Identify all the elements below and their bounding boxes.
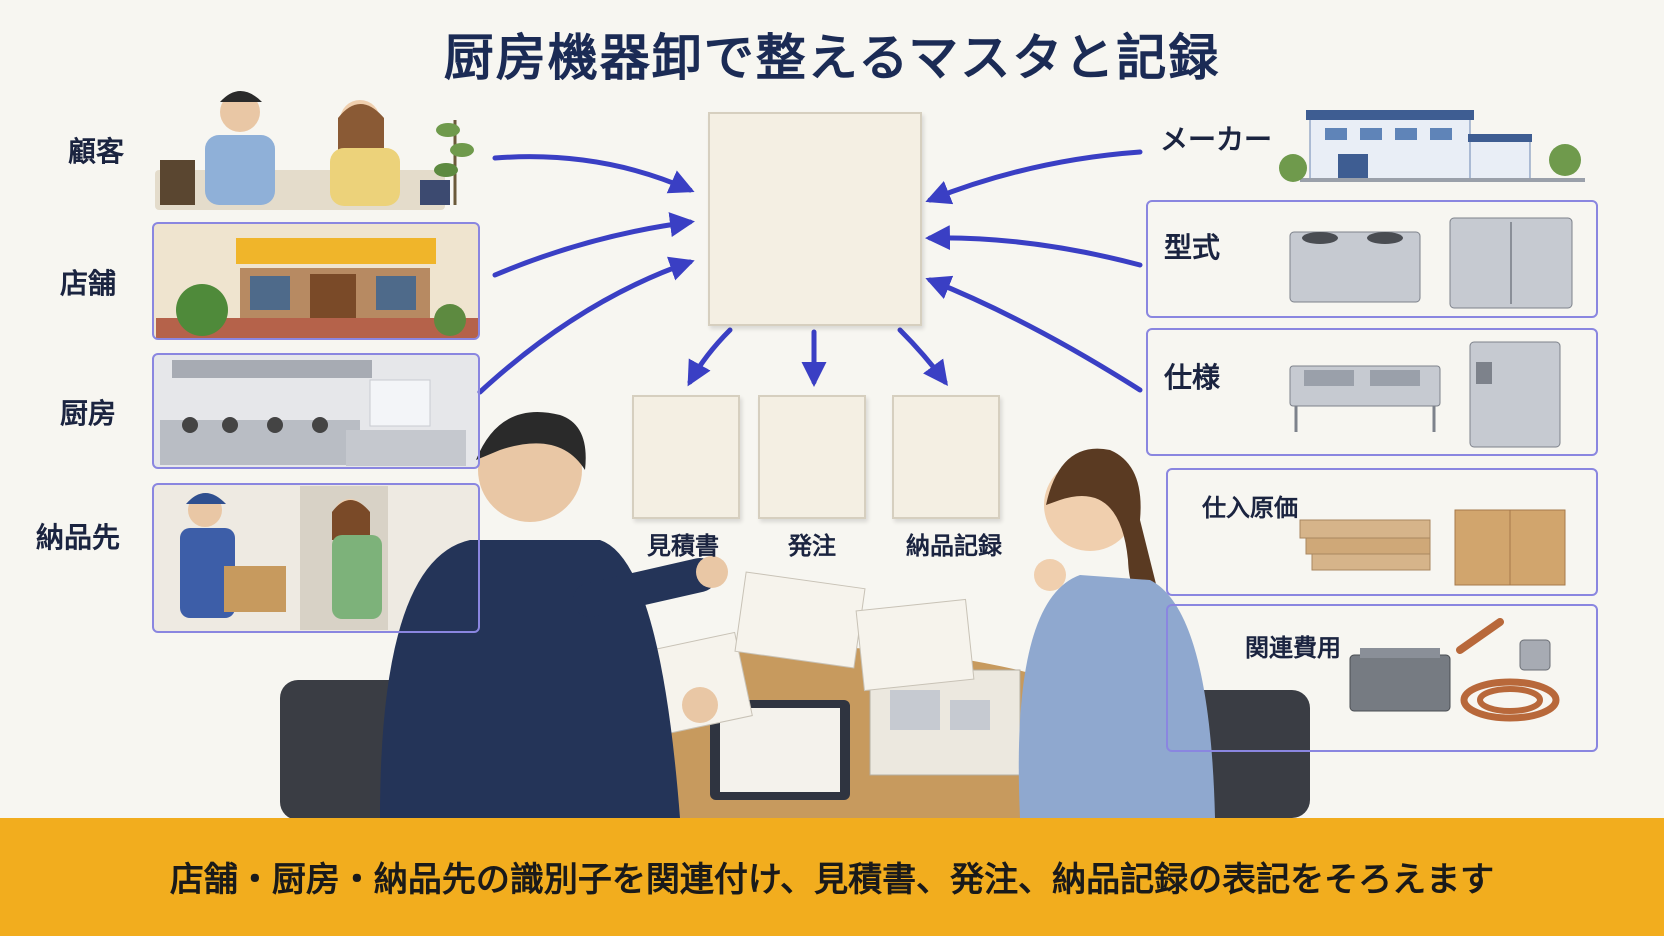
model-panel-illustration — [1289, 217, 1573, 309]
right-label-manufacturer: メーカー — [1160, 123, 1273, 156]
spec-panel — [1146, 328, 1598, 456]
doc-card-order — [758, 395, 866, 519]
kitchen-panel-illustration — [154, 355, 478, 467]
doc-label-delivery-record: 納品記録 — [906, 532, 1002, 560]
customer-scene-illustration — [155, 91, 474, 210]
summary-banner: 店舗・厨房・納品先の識別子を関連付け、見積書、発注、納品記録の表記をそろえます — [0, 818, 1664, 936]
left-label-delivery: 納品先 — [36, 521, 121, 554]
purchase-cost-illustration — [1299, 509, 1566, 586]
shop-panel — [152, 222, 480, 340]
model-panel — [1146, 200, 1598, 318]
page-title: 厨房機器卸で整えるマスタと記録 — [443, 29, 1221, 87]
doc-card-estimate — [632, 395, 740, 519]
kitchen-panel — [152, 353, 480, 469]
doc-label-estimate: 見積書 — [647, 532, 719, 560]
left-label-shop: 店舗 — [60, 267, 117, 300]
master-data-hub — [708, 112, 922, 326]
doc-label-order: 発注 — [788, 532, 836, 560]
right-label-related-costs: 関連費用 — [1245, 634, 1341, 662]
left-arrows — [477, 154, 695, 395]
spec-panel-illustration — [1289, 341, 1561, 448]
hub-to-docs-arrows — [687, 327, 948, 387]
related-costs-panel — [1166, 604, 1598, 752]
delivery-panel — [152, 483, 480, 633]
left-label-kitchen: 厨房 — [60, 397, 117, 430]
summary-banner-text: 店舗・厨房・納品先の識別子を関連付け、見積書、発注、納品記録の表記をそろえます — [169, 860, 1495, 900]
doc-card-delivery-record — [892, 395, 1000, 519]
right-label-purchase-cost: 仕入原価 — [1202, 494, 1298, 522]
purchase-cost-panel — [1166, 468, 1598, 596]
related-costs-illustration — [1349, 618, 1560, 722]
right-label-spec: 仕様 — [1164, 361, 1221, 394]
right-label-model: 型式 — [1164, 231, 1221, 264]
shop-panel-illustration — [154, 224, 478, 338]
factory-illustration — [1279, 110, 1585, 182]
right-arrows — [925, 149, 1143, 393]
meeting-scene-illustration — [280, 412, 1310, 820]
left-label-customer: 顧客 — [68, 135, 125, 168]
